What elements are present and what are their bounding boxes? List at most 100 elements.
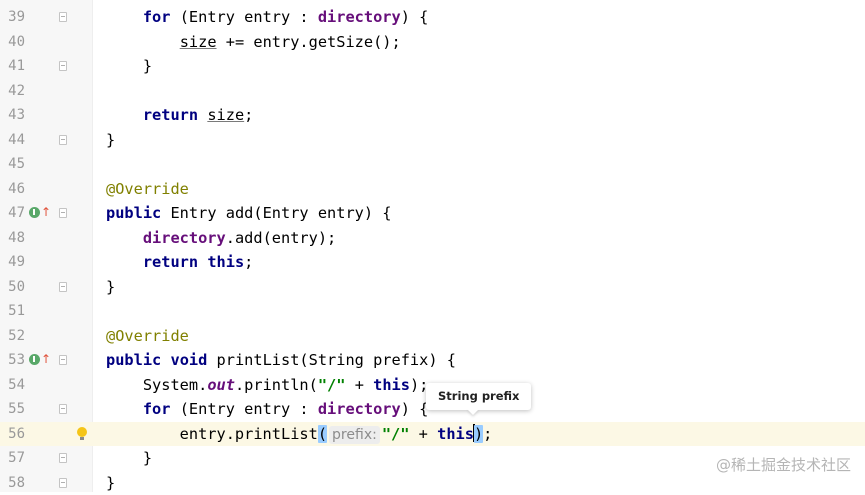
override-marker-icon[interactable] (29, 207, 40, 218)
code-token: return (143, 106, 198, 124)
line-number[interactable]: 55 (0, 397, 25, 422)
code-line[interactable]: 42 (0, 79, 865, 104)
code-line[interactable]: 40 size += entry.getSize(); (0, 30, 865, 55)
code-token: "/" (382, 425, 410, 443)
code-token: } (106, 278, 115, 296)
fold-marker-icon[interactable] (59, 404, 67, 414)
code-token: .println( (235, 376, 318, 394)
code-text[interactable]: for (Entry entry : directory) { (106, 397, 428, 422)
lightbulb-icon[interactable] (77, 427, 87, 437)
line-number[interactable]: 58 (0, 471, 25, 495)
line-number[interactable]: 51 (0, 299, 25, 324)
code-text[interactable]: for (Entry entry : directory) { (106, 5, 428, 30)
code-text[interactable]: } (106, 446, 152, 471)
up-arrow-icon[interactable]: ↑ (41, 352, 51, 366)
line-number[interactable]: 44 (0, 128, 25, 153)
code-text[interactable]: } (106, 471, 115, 495)
code-token: += entry.getSize(); (217, 33, 401, 51)
code-text[interactable]: return size; (106, 103, 253, 128)
code-token: void (170, 351, 207, 369)
code-token: this (373, 376, 410, 394)
code-token: } (106, 474, 115, 492)
watermark: @稀土掘金技术社区 (716, 454, 851, 475)
line-number[interactable]: 39 (0, 5, 25, 30)
code-token (106, 253, 143, 271)
code-token (198, 253, 207, 271)
code-text[interactable]: @Override (106, 177, 189, 202)
code-line[interactable]: 56 entry.printList(prefix:"/" + this); (0, 422, 865, 447)
line-number[interactable]: 54 (0, 373, 25, 398)
code-text[interactable]: } (106, 128, 115, 153)
code-text[interactable]: System.out.println("/" + this); (106, 373, 428, 398)
line-number[interactable]: 45 (0, 152, 25, 177)
fold-marker-icon[interactable] (59, 135, 67, 145)
fold-marker-icon[interactable] (59, 208, 67, 218)
code-text[interactable]: public void printList(String prefix) { (106, 348, 456, 373)
fold-marker-icon[interactable] (59, 12, 67, 22)
code-token (106, 229, 143, 247)
code-line[interactable]: 47 ↑ public Entry add(Entry entry) { (0, 201, 865, 226)
code-token: size (180, 33, 217, 51)
fold-marker-icon[interactable] (59, 453, 67, 463)
code-text[interactable]: size += entry.getSize(); (106, 30, 401, 55)
line-number[interactable]: 47 (0, 201, 25, 226)
code-token: System. (106, 376, 207, 394)
code-token (106, 106, 143, 124)
line-number[interactable]: 40 (0, 30, 25, 55)
code-token (198, 106, 207, 124)
line-number[interactable]: 53 (0, 348, 25, 373)
code-line[interactable]: 46 @Override (0, 177, 865, 202)
code-token: size (207, 106, 244, 124)
fold-marker-icon[interactable] (59, 478, 67, 488)
code-text[interactable]: @Override (106, 324, 189, 349)
line-number[interactable]: 42 (0, 79, 25, 104)
line-number[interactable]: 56 (0, 422, 25, 447)
line-number[interactable]: 43 (0, 103, 25, 128)
line-number[interactable]: 49 (0, 250, 25, 275)
code-token: for (143, 400, 171, 418)
fold-marker-icon[interactable] (59, 61, 67, 71)
code-token: Entry add(Entry entry) { (161, 204, 391, 222)
code-line[interactable]: 49 return this; (0, 250, 865, 275)
code-line[interactable]: 43 return size; (0, 103, 865, 128)
code-line[interactable]: 41 } (0, 54, 865, 79)
code-line[interactable]: 44} (0, 128, 865, 153)
fold-marker-icon[interactable] (59, 282, 67, 292)
code-line[interactable]: 50} (0, 275, 865, 300)
code-token: (Entry entry : (170, 8, 317, 26)
line-number[interactable]: 48 (0, 226, 25, 251)
code-text[interactable]: directory.add(entry); (106, 226, 336, 251)
code-token: public (106, 351, 161, 369)
code-line[interactable]: 48 directory.add(entry); (0, 226, 865, 251)
tooltip-pointer (467, 409, 479, 415)
code-line[interactable]: 53 ↑ public void printList(String prefix) … (0, 348, 865, 373)
line-number[interactable]: 57 (0, 446, 25, 471)
code-text[interactable]: } (106, 275, 115, 300)
code-line[interactable]: 45 (0, 152, 865, 177)
code-token: printList(String prefix) { (207, 351, 456, 369)
code-token: (Entry entry : (170, 400, 317, 418)
code-text[interactable]: return this; (106, 250, 253, 275)
code-token: ) { (401, 8, 429, 26)
code-token: ; (483, 425, 492, 443)
line-number[interactable]: 41 (0, 54, 25, 79)
up-arrow-icon[interactable]: ↑ (41, 205, 51, 219)
code-token: out (207, 376, 235, 394)
code-line[interactable]: 52 @Override (0, 324, 865, 349)
line-number[interactable]: 50 (0, 275, 25, 300)
code-text[interactable]: entry.printList(prefix:"/" + this); (106, 422, 492, 447)
code-line[interactable]: 51 (0, 299, 865, 324)
code-token: } (106, 131, 115, 149)
fold-marker-icon[interactable] (59, 355, 67, 365)
line-number[interactable]: 46 (0, 177, 25, 202)
code-token: } (106, 57, 152, 75)
line-number[interactable]: 52 (0, 324, 25, 349)
code-token: ; (244, 106, 253, 124)
code-text[interactable]: } (106, 54, 152, 79)
code-line[interactable]: 39 for (Entry entry : directory) { (0, 5, 865, 30)
code-text[interactable]: public Entry add(Entry entry) { (106, 201, 392, 226)
code-token: this (207, 253, 244, 271)
code-token: @Override (106, 327, 189, 345)
override-marker-icon[interactable] (29, 354, 40, 365)
